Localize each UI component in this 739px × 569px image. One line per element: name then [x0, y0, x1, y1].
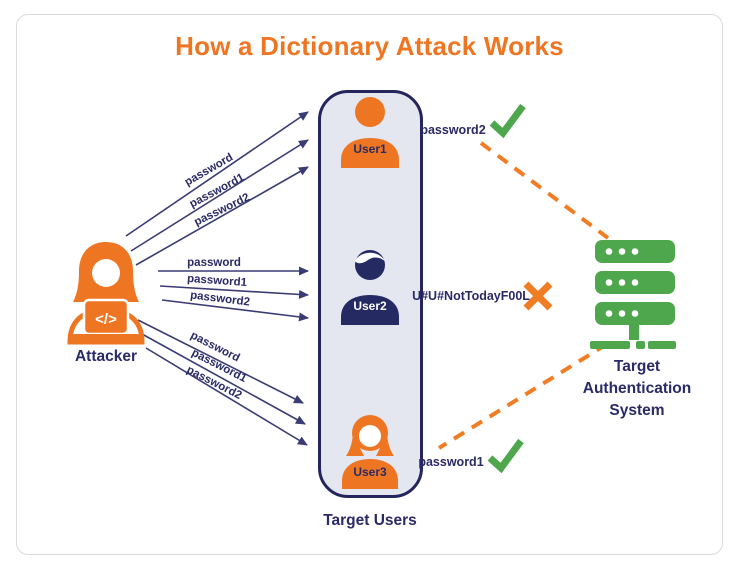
- check-icon: [487, 438, 524, 474]
- x-icon: [523, 281, 553, 311]
- user-female-icon: [341, 97, 399, 168]
- result-password: password2: [420, 123, 486, 137]
- auth-system-label: Target Authentication System: [567, 356, 707, 422]
- result-password: password1: [418, 455, 484, 469]
- svg-text:</>: </>: [95, 311, 117, 328]
- auth-system-label-line: Authentication: [582, 380, 692, 397]
- attacker-label: Attacker: [74, 348, 138, 365]
- target-users-label: Target Users: [323, 512, 417, 529]
- server-stack-icon: [590, 240, 676, 349]
- attacker-hacker-laptop-icon: </>: [67, 242, 145, 345]
- user-male-icon: [341, 250, 399, 325]
- attempt-label: password: [187, 257, 241, 269]
- auth-system-label-line: Target: [613, 358, 661, 375]
- user-female-icon: [342, 415, 398, 489]
- user-name: User3: [353, 465, 387, 479]
- result-password: U#U#NotTodayF00L: [412, 289, 530, 303]
- page-title: How a Dictionary Attack Works: [175, 31, 564, 61]
- user-name: User1: [353, 142, 387, 156]
- user-name: User2: [353, 299, 387, 313]
- check-icon: [489, 103, 526, 139]
- auth-system-label-line: System: [609, 402, 665, 419]
